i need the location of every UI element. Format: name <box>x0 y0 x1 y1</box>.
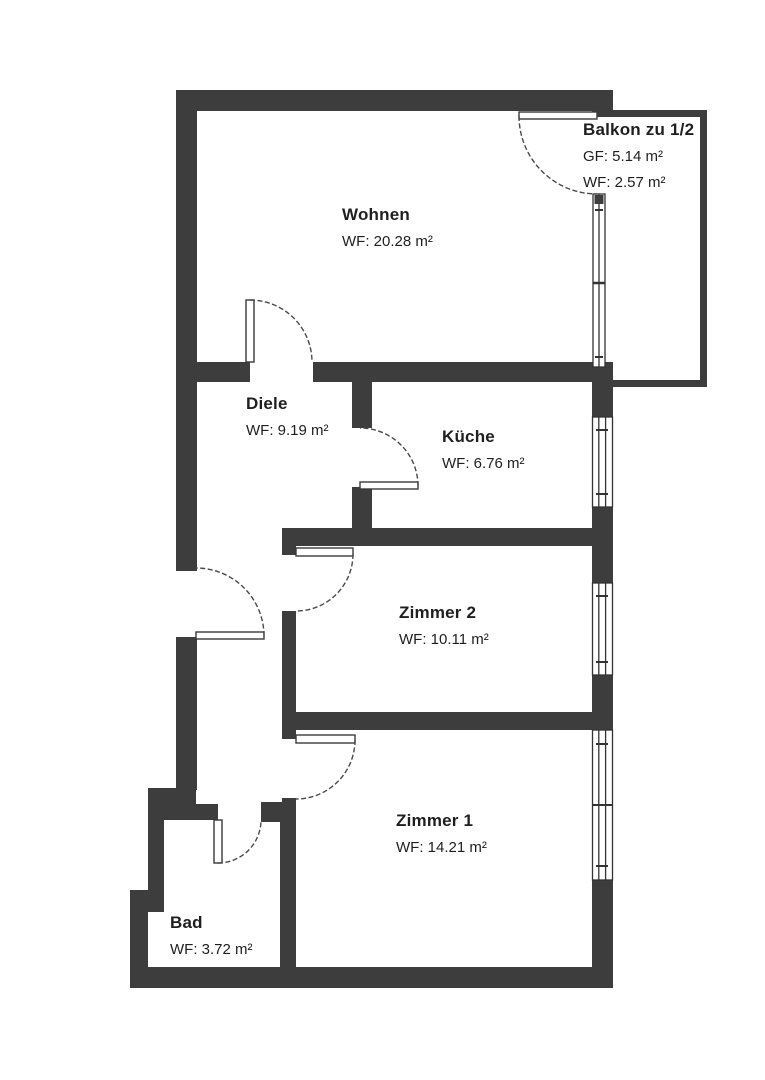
room-label-zimmer1: Zimmer 1 WF: 14.21 m² <box>396 811 487 857</box>
wall-top-right-corner <box>592 90 613 117</box>
window-kueche <box>591 416 614 508</box>
door-arc-kueche <box>359 427 419 487</box>
wall-left-mid <box>176 637 197 790</box>
wall-bottom <box>130 967 613 988</box>
door-leaf-zimmer2 <box>295 547 354 557</box>
room-area: WF: 10.11 m² <box>399 631 489 648</box>
room-label-kueche: Küche WF: 6.76 m² <box>442 427 525 473</box>
wall-kueche-left-lower <box>352 487 372 530</box>
door-arc-balcony <box>518 115 598 195</box>
wall-divider-diele-zimmer2 <box>282 528 613 546</box>
room-label-bad: Bad WF: 3.72 m² <box>170 913 253 959</box>
wall-corridor-mid <box>282 611 296 713</box>
room-area-gf: GF: 5.14 m² <box>583 147 664 165</box>
door-arc-zimmer1 <box>295 739 356 800</box>
room-area: WF: 14.21 m² <box>396 839 487 856</box>
wall-left-step2 <box>130 890 164 912</box>
balcony-wall-bottom <box>613 380 707 387</box>
wall-left-lower1 <box>148 804 164 896</box>
wall-right-seg4 <box>592 880 613 970</box>
door-arc-zimmer2 <box>295 553 354 612</box>
wall-corridor-stub2 <box>282 730 296 739</box>
door-arc-wohnen-diele <box>249 299 313 363</box>
door-leaves <box>195 111 598 864</box>
door-leaf-entrance <box>195 631 265 640</box>
wall-left-upper <box>176 90 197 571</box>
room-area: WF: 6.76 m² <box>442 455 525 472</box>
door-leaf-kueche <box>359 481 419 490</box>
room-name: Diele <box>246 394 288 413</box>
exterior-walls <box>130 90 613 988</box>
balcony-wall-top <box>613 110 707 117</box>
wall-left-step1 <box>148 788 196 806</box>
room-label-wohnen: Wohnen WF: 20.28 m² <box>342 205 433 251</box>
wall-wohnen-bottom-right <box>313 362 613 382</box>
windows <box>591 193 614 881</box>
room-name: Zimmer 1 <box>396 811 474 830</box>
wall-kueche-left-upper <box>352 382 372 428</box>
room-name: Zimmer 2 <box>399 603 477 622</box>
room-area: WF: 3.72 m² <box>170 941 253 958</box>
wall-bad-right <box>280 820 296 968</box>
wall-divider-zimmer2-zimmer1 <box>282 712 613 730</box>
door-arc-bad <box>217 819 262 864</box>
wall-corridor-stub1 <box>282 546 296 555</box>
room-name: Wohnen <box>342 205 410 224</box>
room-name: Bad <box>170 913 203 932</box>
balcony-walls <box>613 110 707 387</box>
window-balcony-glazing <box>592 193 606 368</box>
wall-bad-door-jamb <box>261 802 296 822</box>
balcony-wall-right <box>700 110 707 387</box>
room-area-wf: WF: 2.57 m² <box>583 174 666 191</box>
doors <box>195 111 598 864</box>
room-area: WF: 20.28 m² <box>342 233 433 250</box>
door-leaf-balcony <box>518 111 598 120</box>
room-label-diele: Diele WF: 9.19 m² <box>246 394 329 440</box>
wall-top <box>176 90 613 111</box>
window-zimmer1 <box>591 729 614 881</box>
room-name: Küche <box>442 427 495 446</box>
window-zimmer2 <box>591 582 614 676</box>
interior-walls <box>164 362 613 968</box>
door-arcs <box>195 115 598 864</box>
door-leaf-zimmer1 <box>295 734 356 744</box>
wall-wohnen-bottom-left <box>176 362 250 382</box>
room-label-zimmer2: Zimmer 2 WF: 10.11 m² <box>399 603 489 649</box>
room-label-balkon: Balkon zu 1/2 GF: 5.14 m² WF: 2.57 m² <box>583 117 694 197</box>
door-arc-entrance <box>195 567 265 637</box>
wall-bad-top <box>164 804 218 820</box>
door-leaf-wohnen-diele <box>245 299 255 363</box>
room-name: Balkon zu 1/2 <box>583 120 695 139</box>
door-leaf-bad <box>213 819 223 864</box>
room-area: WF: 9.19 m² <box>246 422 329 439</box>
